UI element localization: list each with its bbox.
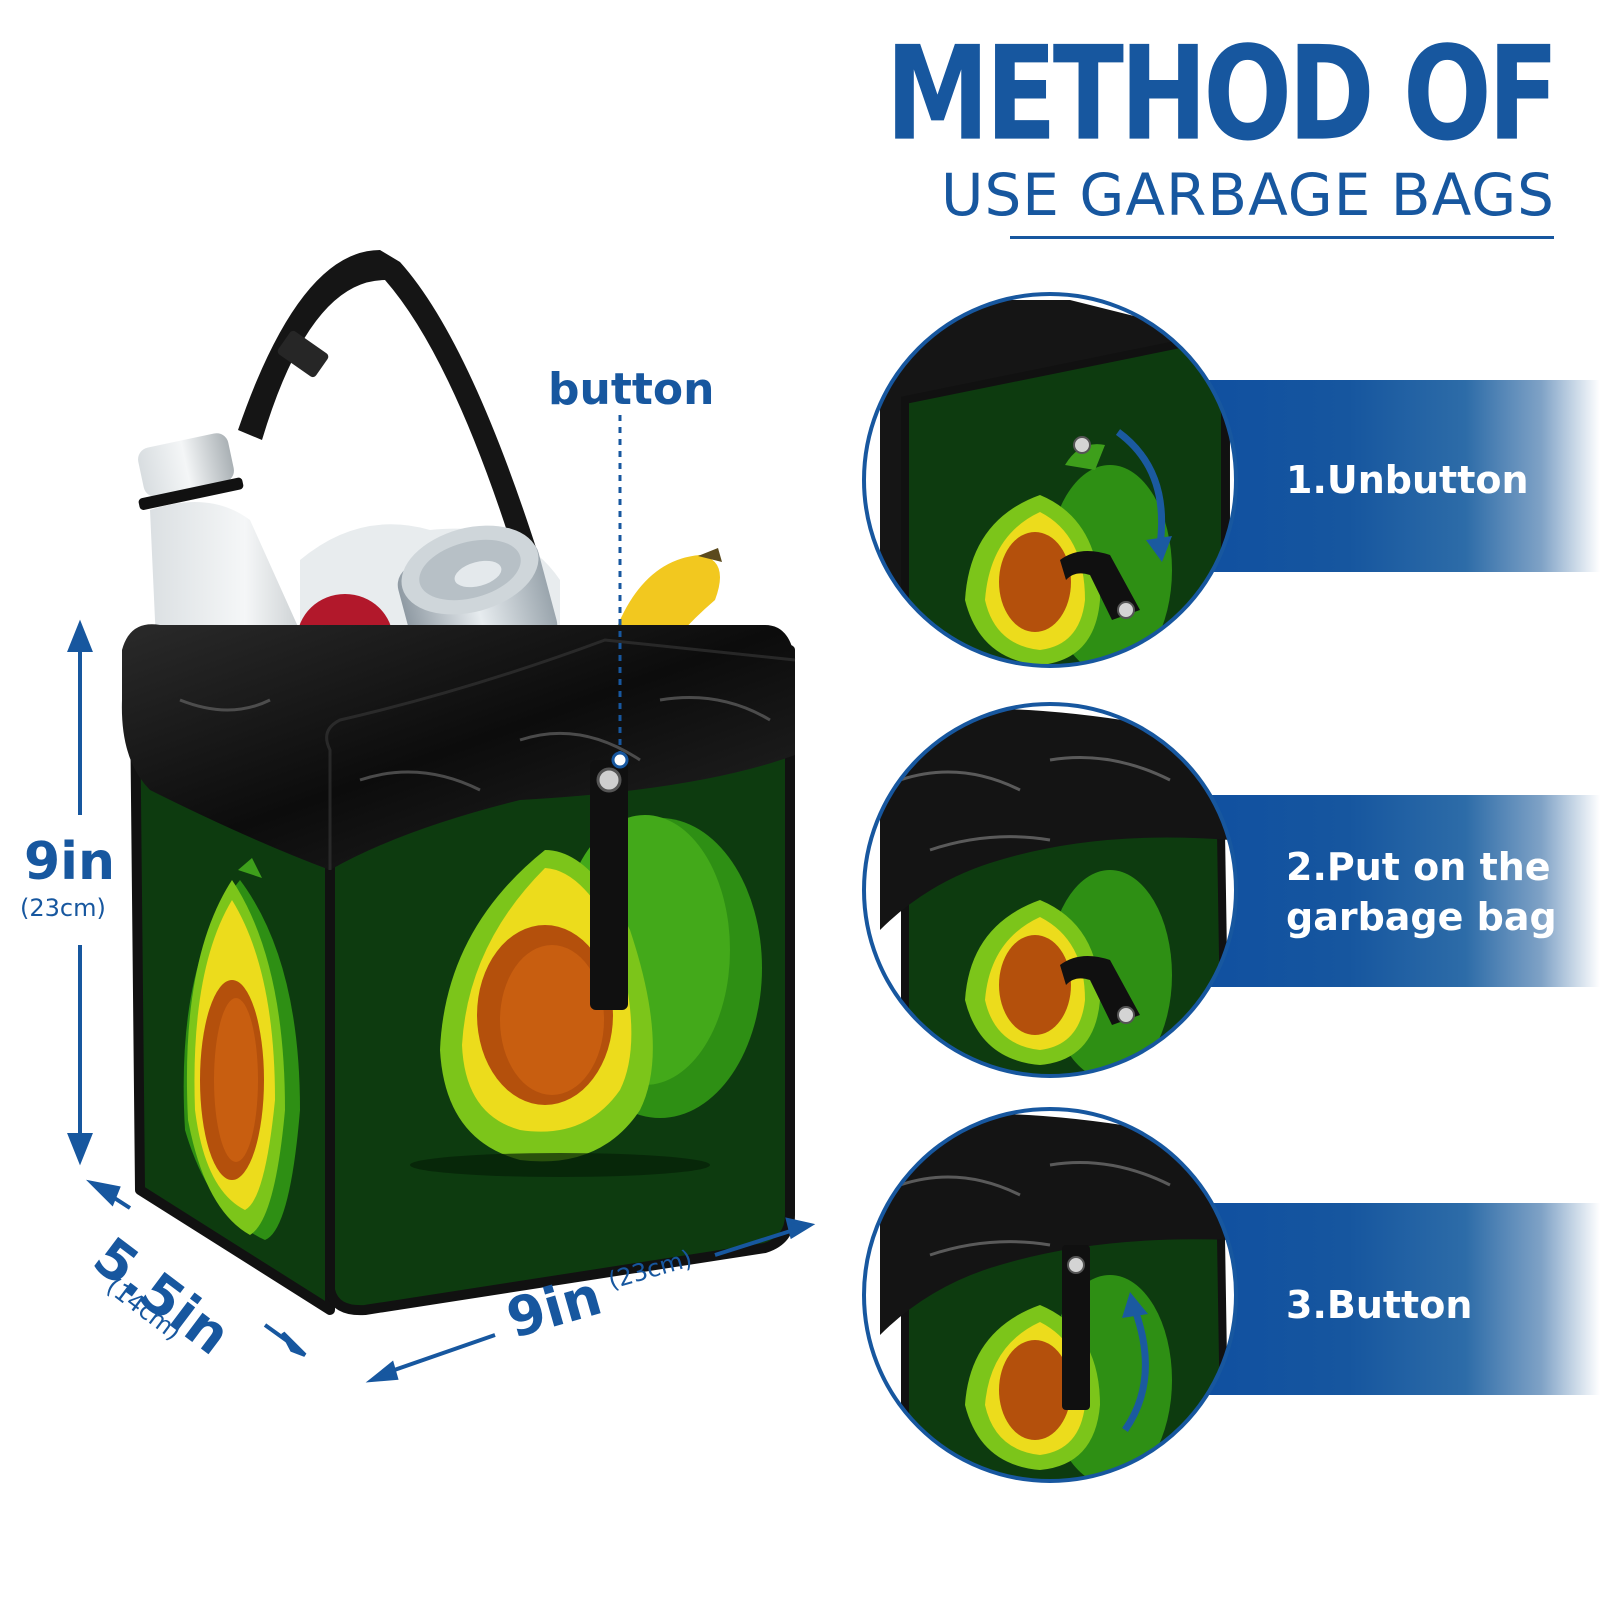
button-strap [590, 760, 628, 1010]
snap-button-icon [596, 767, 622, 793]
step-1-circle [862, 292, 1238, 668]
button-callout-label: button [548, 364, 715, 415]
garbage-bag-icon [1060, 956, 1140, 1025]
step-3-circle [862, 1107, 1238, 1483]
step-2-label: 2.Put on the garbage bag [1286, 845, 1557, 940]
shoulder-strap [238, 250, 540, 572]
step-1-label: 1.Unbutton [1286, 458, 1529, 502]
side-avocado-print [183, 858, 300, 1240]
step-3-banner [1180, 1203, 1600, 1395]
unbutton-arrow-icon [1115, 429, 1166, 546]
button-arrow-icon [1122, 1308, 1149, 1433]
step-3-label: 3.Button [1286, 1283, 1473, 1327]
heading-line2: USE GARBAGE BAGS [941, 161, 1555, 229]
heading-line1: METHOD OF [885, 18, 1559, 170]
garbage-bag-rim [121, 624, 795, 870]
step-2-circle [862, 702, 1238, 1078]
height-dimension-value: 9in [24, 832, 116, 892]
heading-underline [1010, 236, 1554, 239]
step-1-banner [1180, 380, 1600, 572]
unbuttoned-strap [1060, 551, 1140, 620]
height-dimension-metric: (23cm) [20, 894, 106, 922]
step-2-banner [1180, 795, 1600, 987]
